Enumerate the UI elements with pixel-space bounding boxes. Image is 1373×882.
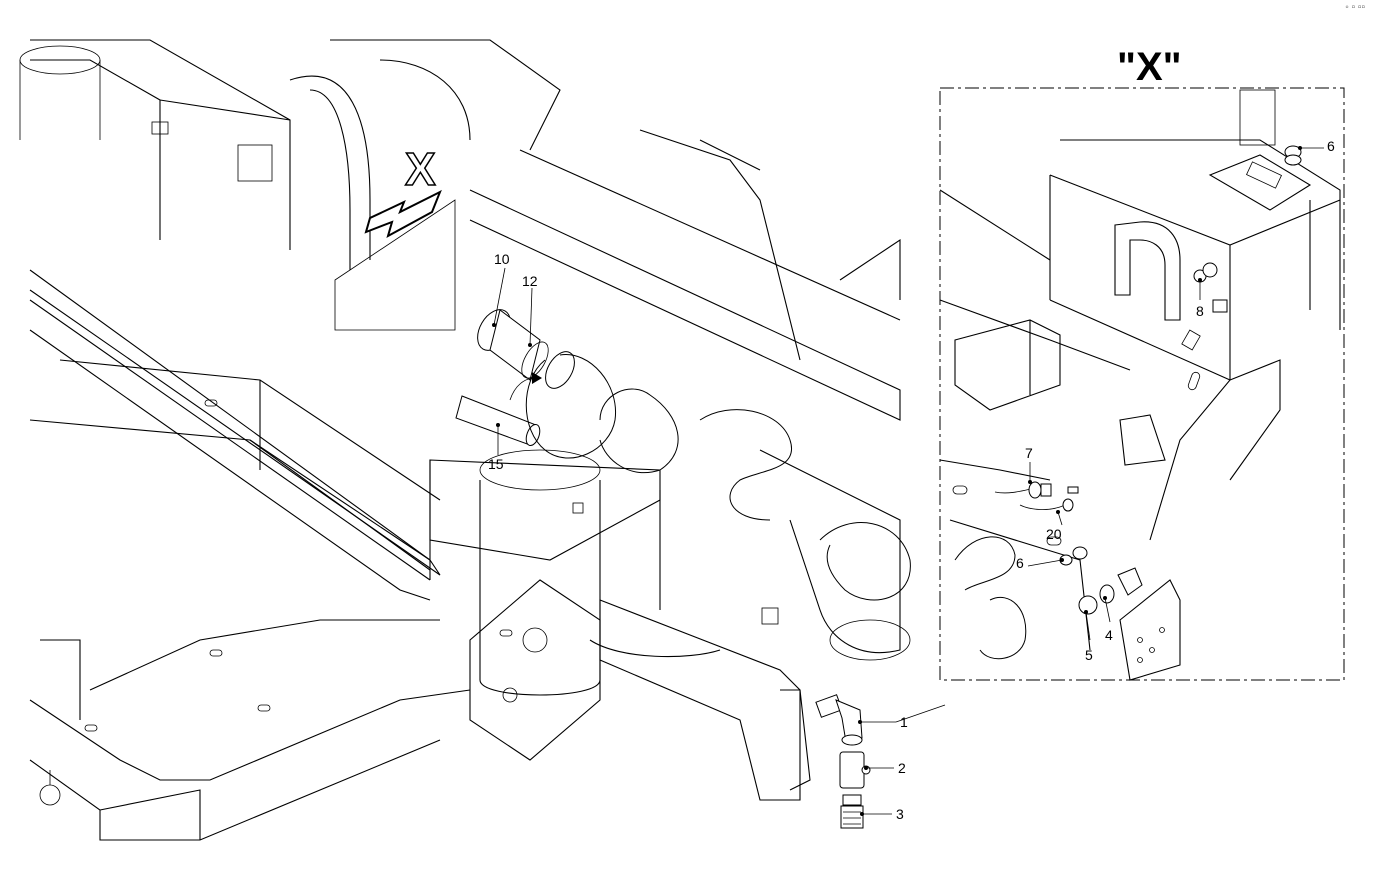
callout-12-label: 12 — [522, 273, 538, 289]
detail-callout-20: 20 — [1046, 510, 1063, 542]
view-arrow-label: X — [405, 143, 436, 195]
detail-callout-6-top-label: 6 — [1327, 138, 1335, 154]
detail-view-frame — [939, 87, 1345, 681]
callout-10: 10 — [492, 251, 510, 327]
callout-15: 15 — [488, 423, 504, 472]
detail-callout-8-label: 8 — [1196, 303, 1204, 319]
callout-1: 1 — [858, 704, 946, 730]
main-callouts: 10 12 15 1 2 3 — [488, 251, 946, 822]
detail-callout-7: 7 — [1025, 445, 1033, 484]
watermark-logo — [525, 354, 911, 601]
detail-callout-4-label: 4 — [1105, 627, 1113, 643]
callout-10-label: 10 — [494, 251, 510, 267]
callout-2-label: 2 — [898, 760, 906, 776]
callout-12: 12 — [522, 273, 538, 347]
filter-assembly — [455, 309, 575, 447]
detail-callout-6-bottom-label: 6 — [1016, 555, 1024, 571]
detail-view-title: "X" — [1117, 45, 1182, 89]
detail-callouts: 6 8 7 20 6 4 5 — [1016, 138, 1335, 663]
detail-callout-5: 5 — [1084, 610, 1093, 663]
detail-callout-6-bottom: 6 — [1016, 555, 1064, 571]
callout-3: 3 — [860, 806, 904, 822]
main-frame-assembly — [19, 39, 911, 841]
detail-callout-20-label: 20 — [1046, 526, 1062, 542]
detail-callout-4: 4 — [1103, 596, 1113, 643]
detail-callout-5-label: 5 — [1085, 647, 1093, 663]
drain-fitting-stack — [815, 694, 871, 829]
detail-view-x — [939, 87, 1345, 681]
view-direction-arrow: X — [334, 142, 456, 331]
corner-mark: ◦ ▫ ▫▫ — [1345, 2, 1365, 13]
callout-15-label: 15 — [488, 456, 504, 472]
callout-1-label: 1 — [900, 714, 908, 730]
detail-callout-7-label: 7 — [1025, 445, 1033, 461]
detail-callout-8: 8 — [1196, 278, 1204, 319]
callout-3-label: 3 — [896, 806, 904, 822]
detail-callout-6-top: 6 — [1298, 138, 1335, 154]
callout-2: 2 — [864, 760, 906, 776]
